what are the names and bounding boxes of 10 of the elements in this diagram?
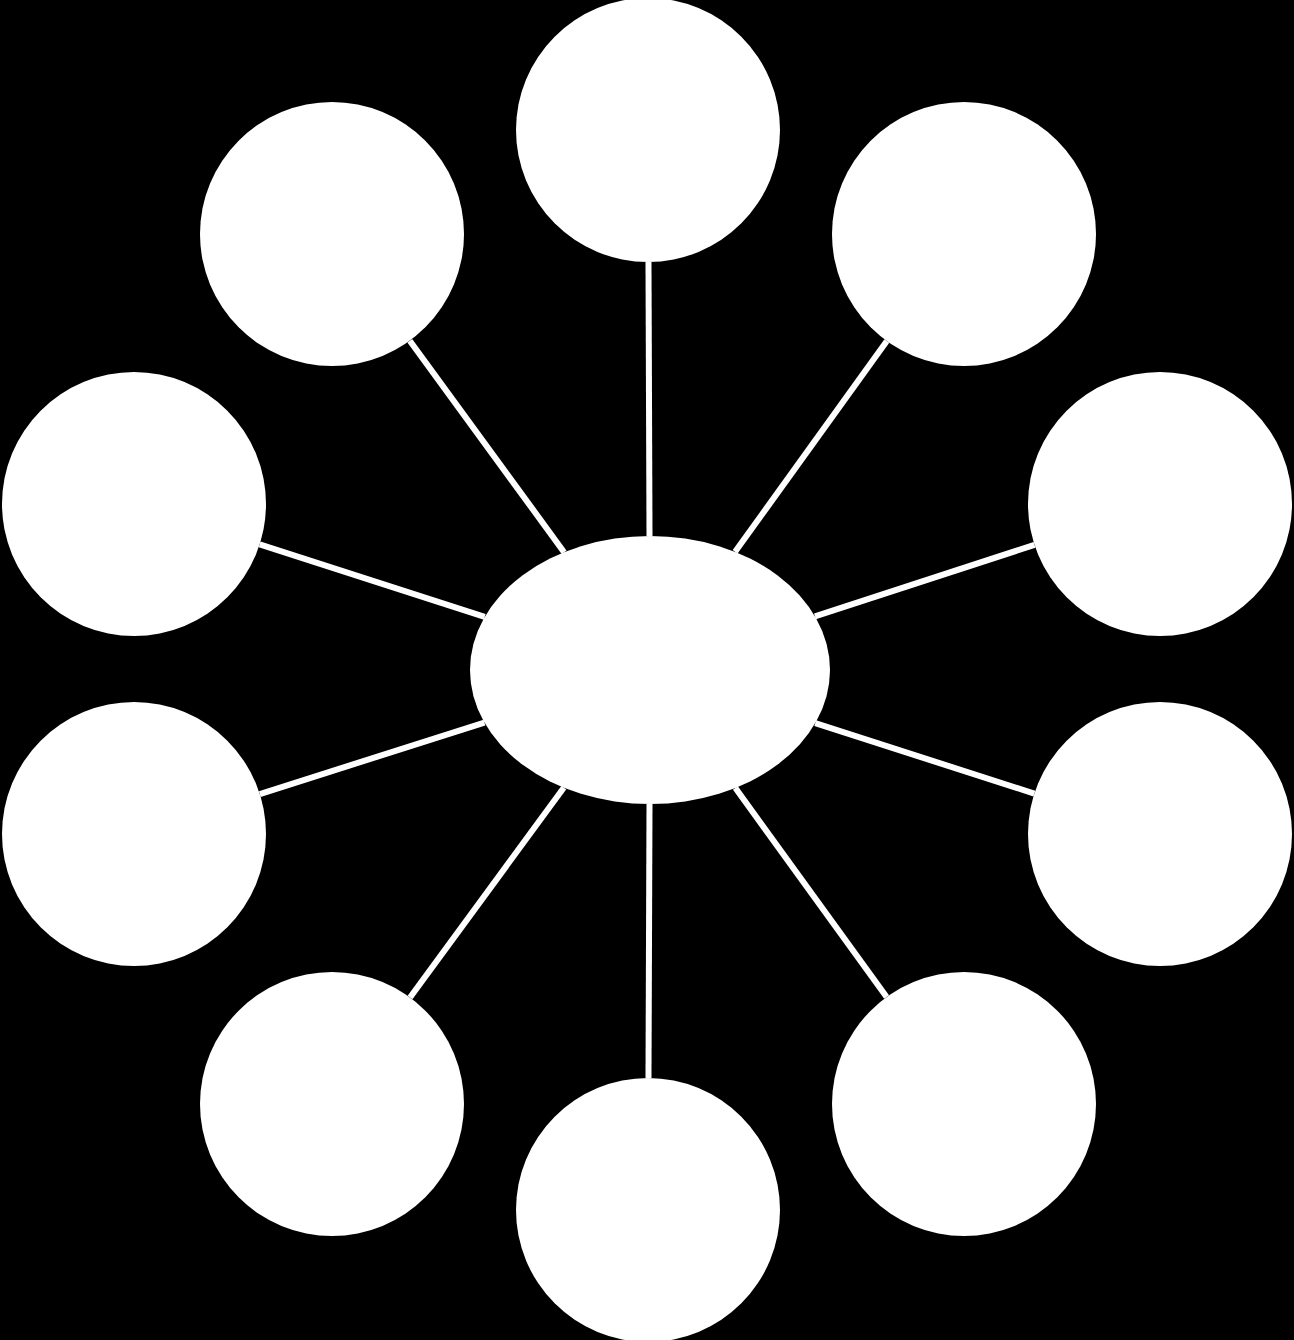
connector-line (407, 338, 567, 554)
connector-line (814, 720, 1036, 797)
connector-line (645, 804, 653, 1078)
connector-line (814, 542, 1036, 620)
connector-line (258, 541, 486, 620)
connector-line (645, 262, 653, 536)
connector-line (732, 786, 890, 999)
connector-line (732, 339, 890, 554)
connector-line (407, 785, 567, 1000)
connector-line (258, 719, 486, 797)
